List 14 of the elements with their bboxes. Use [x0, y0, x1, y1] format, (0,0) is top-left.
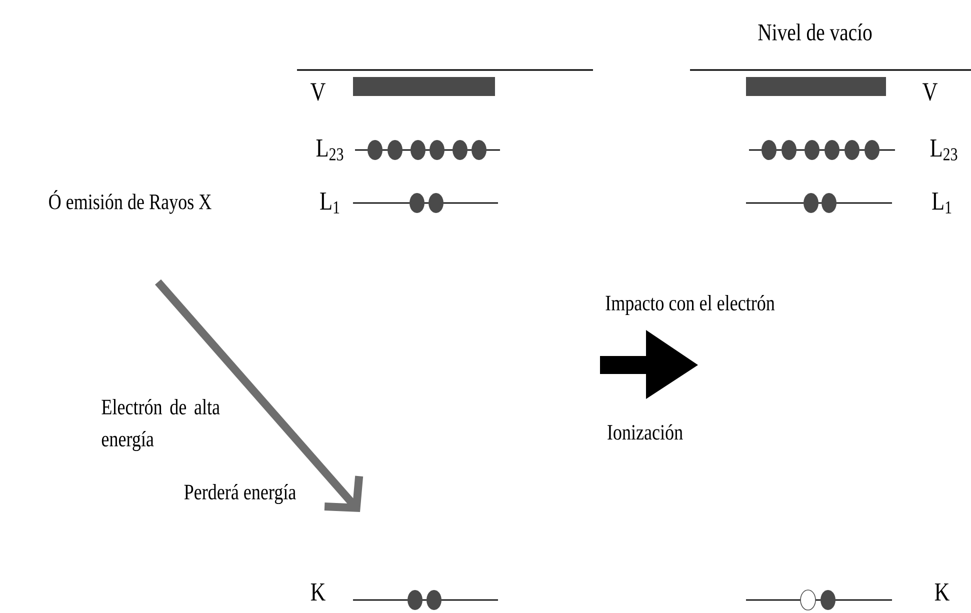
text-label: V	[310, 83, 326, 101]
text-label: V	[922, 83, 938, 101]
text-label: L$_{23}$	[316, 140, 344, 160]
text-label: Electrón de alta energía	[102, 398, 220, 452]
text-label: Impacto con el electrón	[606, 295, 775, 315]
text-label: K	[310, 583, 326, 601]
text-label: L$_{1}$	[320, 192, 340, 214]
text-label: K	[934, 583, 950, 601]
text-label: Perderá energía	[184, 484, 296, 504]
text-label: Ionización	[608, 424, 683, 440]
text-label: L$_{1}$	[932, 192, 952, 214]
text-label: Ó emisión de Rayos X	[49, 190, 212, 214]
text-label: Nivel de vacío	[758, 24, 872, 40]
text-label: L$_{23}$	[930, 140, 958, 160]
